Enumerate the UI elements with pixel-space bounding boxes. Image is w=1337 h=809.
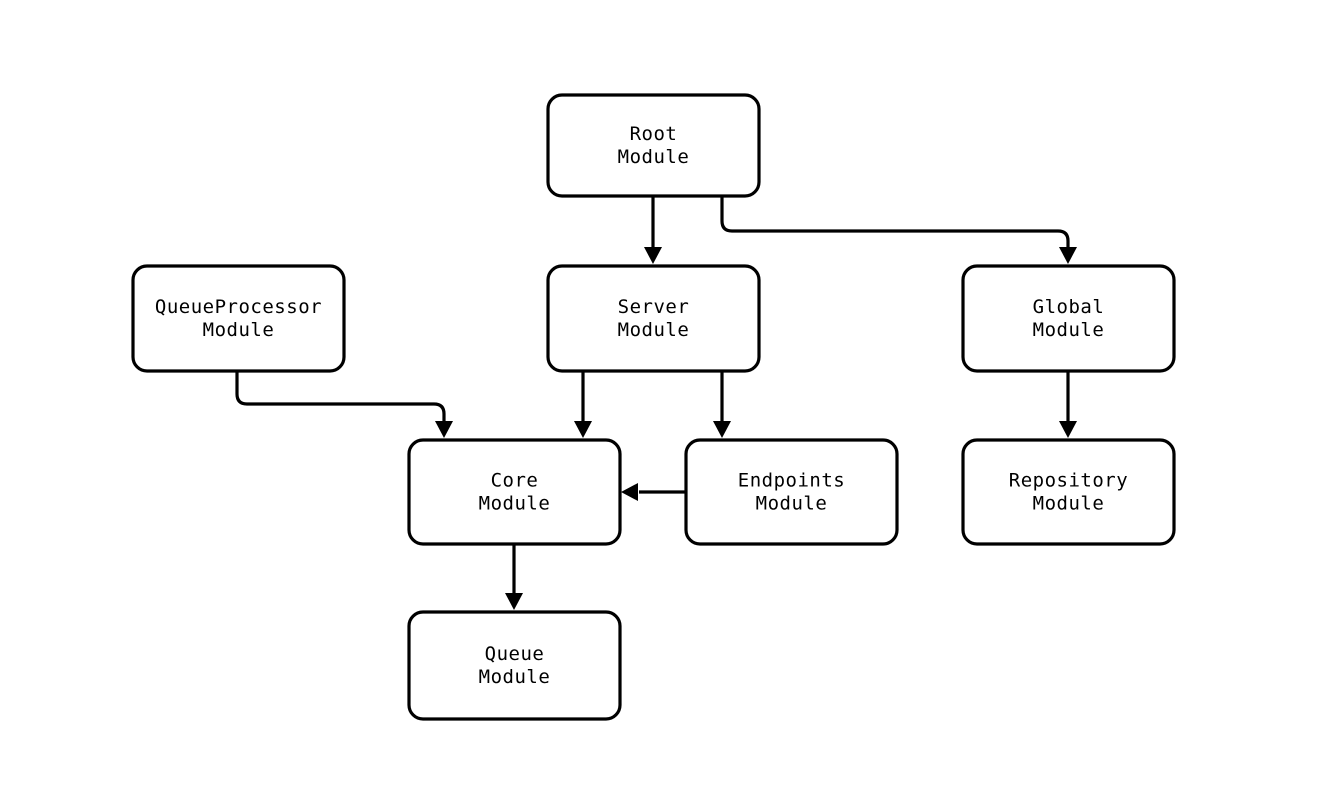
node-label-server-line2: Module bbox=[618, 319, 690, 341]
arrowhead-arrow-root-global bbox=[1059, 247, 1077, 264]
node-label-root-line2: Module bbox=[618, 146, 690, 168]
node-box-repository[interactable] bbox=[961, 438, 1176, 546]
node-label-endpoints-line2: Module bbox=[756, 493, 828, 515]
node-label-queue-line1: Queue bbox=[485, 643, 545, 665]
node-label-core-line2: Module bbox=[479, 493, 551, 515]
node-label-global-line2: Module bbox=[1033, 319, 1105, 341]
node-label-server-line1: Server bbox=[618, 296, 690, 318]
arrowheads-layer bbox=[435, 247, 1077, 610]
node-label-root-line1: Root bbox=[630, 123, 678, 145]
node-box-global[interactable] bbox=[961, 264, 1176, 373]
node-label-core-line1: Core bbox=[491, 470, 539, 492]
arrowhead-arrow-global-repository bbox=[1059, 421, 1077, 438]
node-box-root[interactable] bbox=[546, 93, 761, 198]
node-label-queueprocessor-line2: Module bbox=[203, 319, 275, 341]
node-box-queue[interactable] bbox=[407, 610, 622, 721]
node-label-repository-line2: Module bbox=[1033, 493, 1105, 515]
node-label-endpoints-line1: Endpoints bbox=[738, 470, 845, 492]
node-box-server[interactable] bbox=[546, 264, 761, 373]
edge-root-to-global bbox=[720, 196, 1070, 247]
node-box-core[interactable] bbox=[407, 438, 622, 546]
node-label-global-line1: Global bbox=[1033, 296, 1105, 318]
node-label-repository-line1: Repository bbox=[1009, 470, 1128, 492]
arrowhead-arrow-root-server bbox=[644, 247, 662, 264]
nodes-layer: RootModuleQueueProcessorModuleServerModu… bbox=[131, 93, 1176, 721]
arrowhead-arrow-queueprocessor-core bbox=[435, 421, 453, 438]
arrowhead-arrow-endpoints-core bbox=[621, 483, 638, 501]
node-box-endpoints[interactable] bbox=[684, 438, 899, 546]
node-label-queue-line2: Module bbox=[479, 666, 551, 688]
arrowhead-arrow-core-queue bbox=[505, 593, 523, 610]
node-box-queueprocessor[interactable] bbox=[131, 264, 346, 373]
edge-queueprocessor-to-core bbox=[235, 371, 446, 421]
arrowhead-arrow-server-endpoints bbox=[713, 421, 731, 438]
node-label-queueprocessor-line1: QueueProcessor bbox=[155, 296, 322, 318]
edges-layer bbox=[235, 196, 1070, 593]
arrowhead-arrow-server-core bbox=[574, 421, 592, 438]
